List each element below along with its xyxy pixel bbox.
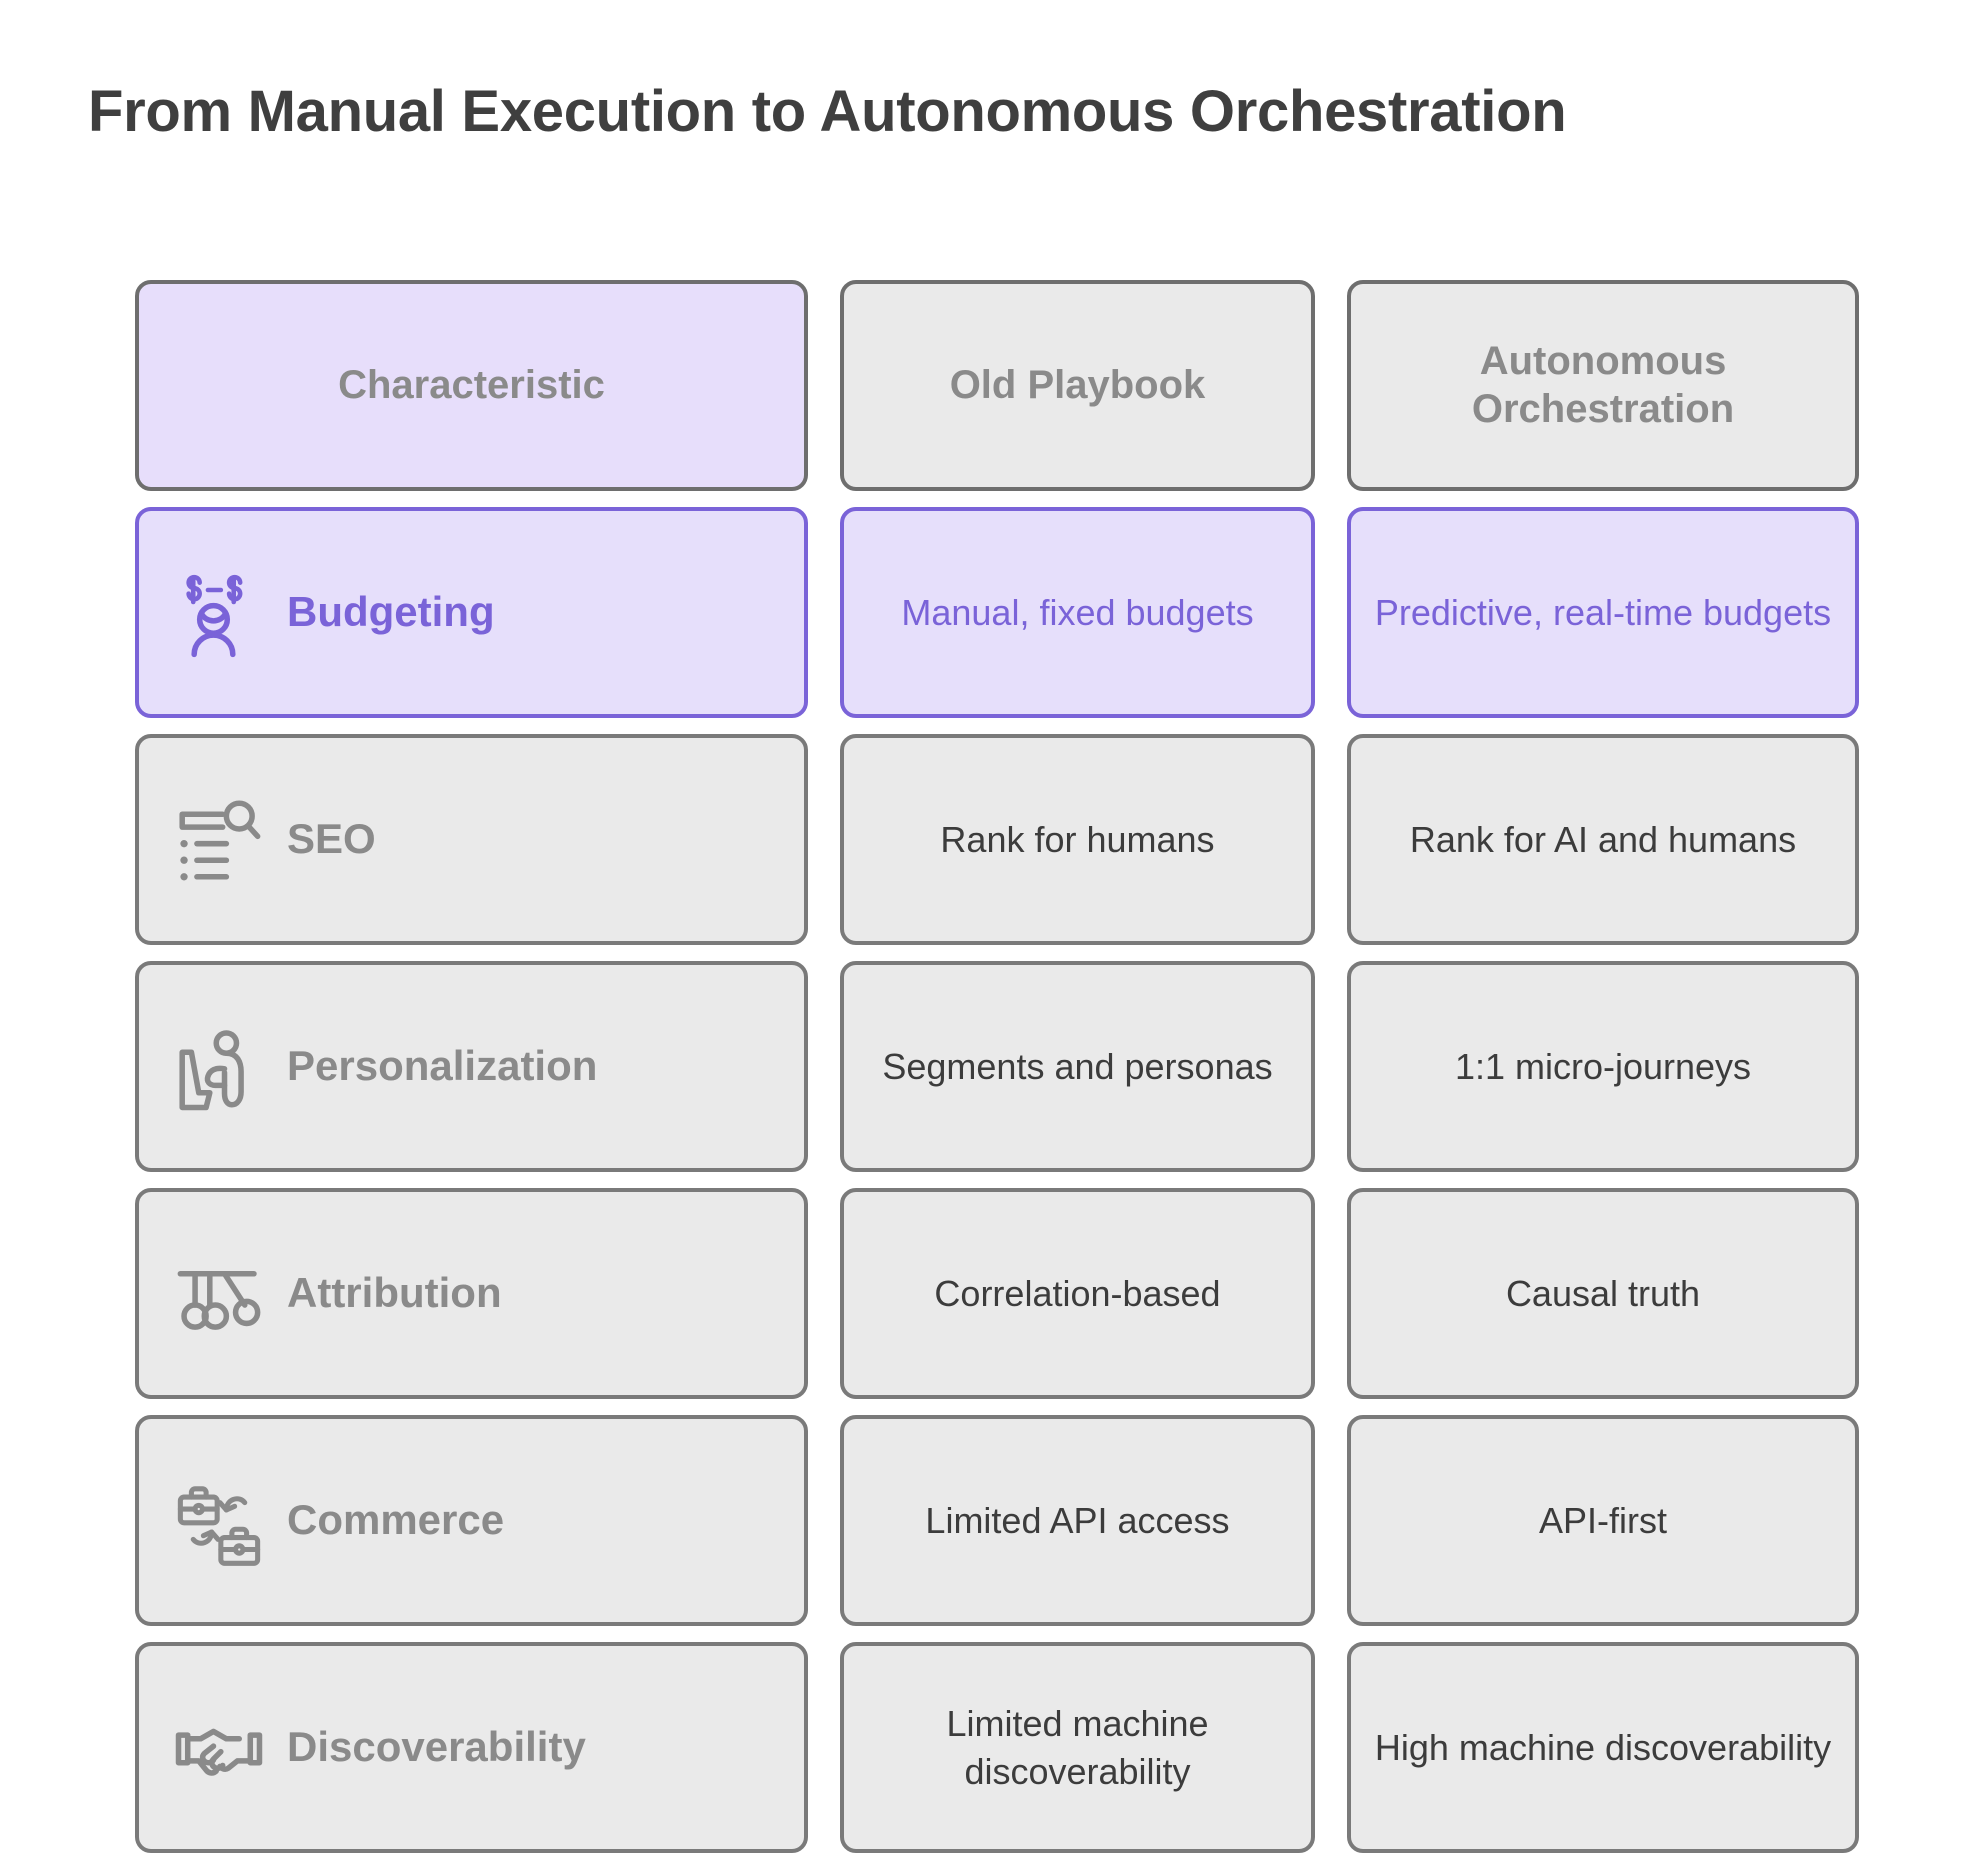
cell-text: Limited machine discoverability	[946, 1702, 1209, 1792]
header-label: Old Playbook	[949, 362, 1206, 407]
table-row-label-attribution: Attribution	[135, 1188, 808, 1399]
cell-text: High machine discoverability	[1374, 1726, 1832, 1768]
table-cell-attribution-autonomous: Causal truth	[1347, 1188, 1859, 1399]
cell-text: Predictive, real-time budgets	[1374, 591, 1832, 633]
row-label: Personalization	[287, 1042, 598, 1090]
table-cell-discoverability-autonomous: High machine discoverability	[1347, 1642, 1859, 1853]
table-row-label-seo: SEO	[135, 734, 808, 945]
row-label: Attribution	[287, 1269, 502, 1317]
table-row-label-personalization: Personalization	[135, 961, 808, 1172]
row-label: Discoverability	[287, 1723, 586, 1771]
comparison-table: Characteristic Old Playbook Autonomous O…	[135, 280, 1859, 1853]
cell-text: Causal truth	[1505, 1272, 1701, 1314]
table-cell-seo-old: Rank for humans	[840, 734, 1315, 945]
table-cell-budgeting-old: Manual, fixed budgets	[840, 507, 1315, 718]
header-label: Characteristic	[338, 362, 605, 407]
table-row-label-commerce: Commerce	[135, 1415, 808, 1626]
cell-text: Manual, fixed budgets	[901, 591, 1254, 633]
page-title: From Manual Execution to Autonomous Orch…	[88, 79, 1567, 144]
cell-text: Limited API access	[925, 1499, 1230, 1541]
table-header-old-playbook: Old Playbook	[840, 280, 1315, 491]
table-cell-seo-autonomous: Rank for AI and humans	[1347, 734, 1859, 945]
newtons-cradle-icon	[173, 1248, 265, 1340]
cell-text: Rank for AI and humans	[1409, 818, 1797, 860]
cell-text: Rank for humans	[940, 818, 1215, 860]
cell-text: API-first	[1538, 1499, 1667, 1541]
cell-text: Segments and personas	[882, 1045, 1273, 1087]
table-header-autonomous-orchestration: Autonomous Orchestration	[1347, 280, 1859, 491]
row-label: SEO	[287, 815, 376, 863]
table-header-characteristic: Characteristic	[135, 280, 808, 491]
table-cell-personalization-old: Segments and personas	[840, 961, 1315, 1172]
cell-text: Correlation-based	[934, 1272, 1221, 1314]
table-cell-discoverability-old: Limited machine discoverability	[840, 1642, 1315, 1853]
table-cell-personalization-autonomous: 1:1 micro-journeys	[1347, 961, 1859, 1172]
cell-text: 1:1 micro-journeys	[1454, 1045, 1752, 1087]
table-cell-budgeting-autonomous: Predictive, real-time budgets	[1347, 507, 1859, 718]
table-row-label-discoverability: Discoverability	[135, 1642, 808, 1853]
table-cell-commerce-old: Limited API access	[840, 1415, 1315, 1626]
row-label: Commerce	[287, 1496, 505, 1544]
handshake-icon	[173, 1702, 265, 1794]
table-cell-attribution-old: Correlation-based	[840, 1188, 1315, 1399]
list-search-icon	[173, 794, 265, 886]
person-interaction-icon	[173, 1021, 265, 1113]
header-label: Autonomous Orchestration	[1471, 339, 1735, 431]
budget-person-icon	[173, 567, 265, 659]
table-row-label-budgeting: Budgeting	[135, 507, 808, 718]
row-label: Budgeting	[287, 588, 495, 636]
comparison-table-page: From Manual Execution to Autonomous Orch…	[88, 79, 1859, 1853]
briefcase-exchange-icon	[173, 1475, 265, 1567]
table-cell-commerce-autonomous: API-first	[1347, 1415, 1859, 1626]
